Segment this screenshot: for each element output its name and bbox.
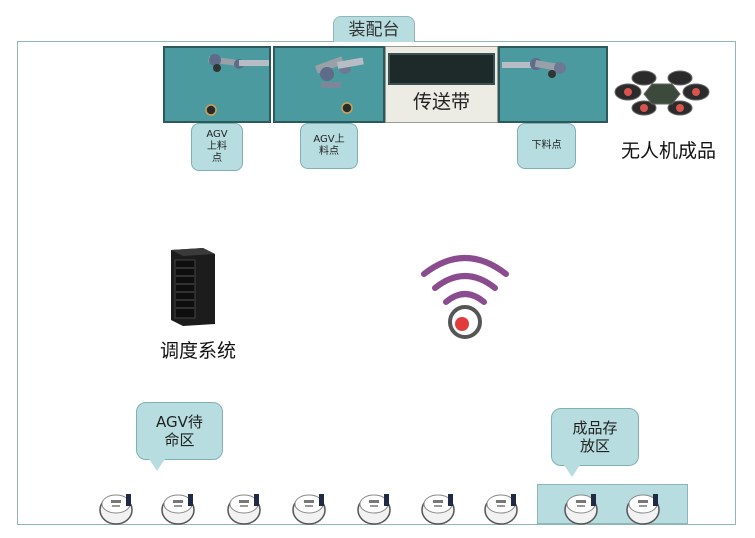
workstation-cell-2 [273, 46, 385, 123]
product-storage-area-label: 成品存 放区 [572, 419, 618, 455]
agv-robot-icon [483, 490, 519, 526]
robot-arm-icon [315, 56, 364, 114]
agv-robot-icon [291, 490, 327, 526]
page-title: 装配台 [333, 16, 415, 42]
robot-arm-icon [205, 54, 269, 116]
unloading-point-tag: 下料点 [517, 123, 576, 169]
drone-product-label: 无人机成品 [621, 140, 717, 162]
server-rack-icon [171, 248, 215, 326]
wifi-signal-icon [421, 255, 509, 339]
conveyor-belt: 传送带 [385, 46, 498, 123]
workstation-cell-3 [498, 46, 608, 123]
agv-standby-area-callout: AGV待 命区 [136, 402, 223, 471]
agv-loading-point-1-tag: AGV 上料 点 [191, 123, 243, 171]
agv-robot-icon [420, 490, 456, 526]
agv-robot-icon [563, 490, 599, 526]
agv-robot-icon [356, 490, 392, 526]
robot-arm-icon [502, 58, 566, 78]
conveyor-belt-surface [388, 53, 495, 85]
drone-icon [614, 70, 710, 116]
dispatch-system-label: 调度系统 [160, 340, 237, 362]
callout-tail [149, 459, 165, 471]
callout-tail [564, 465, 580, 477]
agv-robot-icon [625, 490, 661, 526]
workstation-cell-1 [163, 46, 271, 123]
conveyor-label: 传送带 [412, 91, 470, 113]
product-storage-area-callout: 成品存 放区 [551, 408, 639, 477]
agv-robot-icon [98, 490, 134, 526]
product-storage-zone [537, 484, 688, 524]
agv-robot-icon [160, 490, 196, 526]
agv-robot-icon [226, 490, 262, 526]
agv-standby-area-label: AGV待 命区 [156, 413, 203, 449]
agv-loading-point-2-tag: AGV上 料点 [300, 123, 358, 169]
